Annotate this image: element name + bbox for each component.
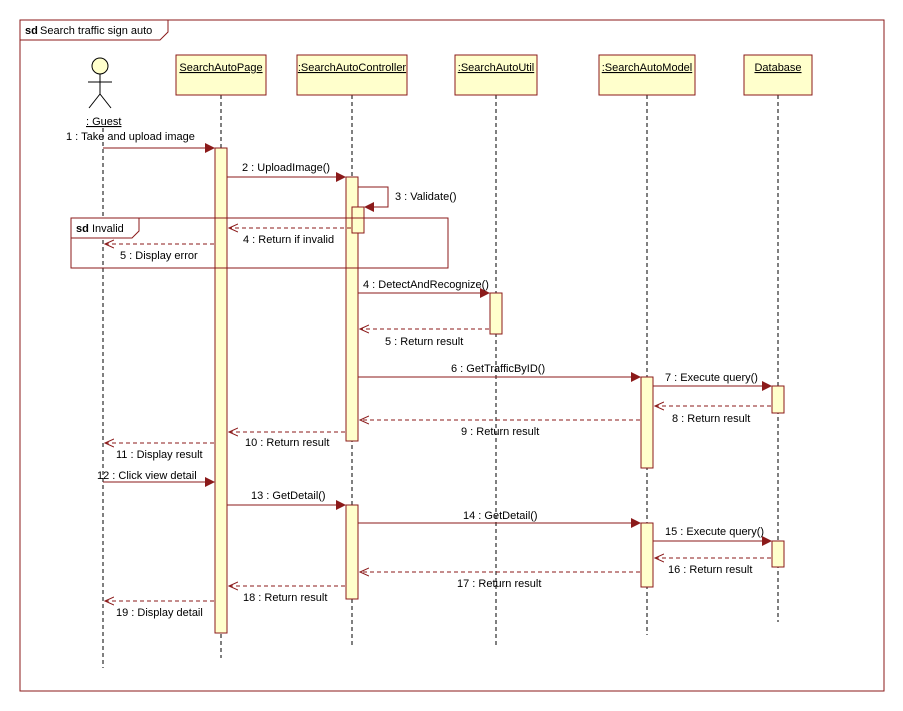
fragment-title: Invalid bbox=[92, 223, 124, 235]
message-9-label: 9 : Return result bbox=[461, 426, 539, 438]
message-8-label: 8 : Return result bbox=[672, 413, 750, 425]
message-3-label: 3 : Validate() bbox=[395, 191, 457, 203]
lifeline-head-page bbox=[175, 54, 267, 96]
message-4-label: 4 : Return if invalid bbox=[243, 234, 334, 246]
message-1-label: 1 : Take and upload image bbox=[66, 131, 195, 143]
activation-database-2 bbox=[771, 540, 785, 568]
lifeline-head-database bbox=[743, 54, 813, 96]
sd-frame-title: Search traffic sign auto bbox=[40, 25, 152, 37]
fragment-keyword: sd bbox=[76, 223, 89, 235]
message-detect-label: 4 : DetectAndRecognize() bbox=[363, 279, 489, 291]
actor-right-leg bbox=[99, 93, 112, 109]
message-util-return-label: 5 : Return result bbox=[385, 336, 463, 348]
lifeline-head-util bbox=[454, 54, 538, 96]
message-18-label: 18 : Return result bbox=[243, 592, 327, 604]
activation-model-2 bbox=[640, 522, 654, 588]
message-13-label: 13 : GetDetail() bbox=[251, 490, 326, 502]
activation-controller-1 bbox=[345, 176, 359, 442]
sd-frame-tab bbox=[19, 19, 169, 41]
sd-frame-keyword: sd bbox=[25, 25, 38, 37]
lifeline-label-controller: :SearchAutoController bbox=[298, 62, 407, 74]
activation-controller-2 bbox=[345, 504, 359, 600]
lifeline-label-util: :SearchAutoUtil bbox=[458, 62, 534, 74]
message-17-label: 17 : Return result bbox=[457, 578, 541, 590]
activation-util bbox=[489, 292, 503, 335]
message-16-label: 16 : Return result bbox=[668, 564, 752, 576]
lifeline-head-model bbox=[598, 54, 696, 96]
message-14-label: 14 : GetDetail() bbox=[463, 510, 538, 522]
message-6-label: 6 : GetTrafficByID() bbox=[451, 363, 545, 375]
lifeline-label-model: :SearchAutoModel bbox=[602, 62, 693, 74]
message-10-label: 10 : Return result bbox=[245, 437, 329, 449]
activation-page bbox=[214, 147, 228, 634]
lifeline-label-page: SearchAutoPage bbox=[179, 62, 262, 74]
message-11-label: 11 : Display result bbox=[116, 449, 203, 461]
message-12-label: 12 : Click view detail bbox=[97, 470, 197, 482]
fragment-invalid-tab bbox=[70, 217, 140, 239]
lifeline-head-controller bbox=[296, 54, 408, 96]
message-3-arrow bbox=[358, 186, 389, 212]
message-15-label: 15 : Execute query() bbox=[665, 526, 764, 538]
message-7-label: 7 : Execute query() bbox=[665, 372, 758, 384]
sd-frame bbox=[19, 19, 885, 692]
actor-head bbox=[91, 57, 109, 75]
actor-left-leg bbox=[88, 93, 101, 109]
message-2-label: 2 : UploadImage() bbox=[242, 162, 330, 174]
fragment-invalid bbox=[70, 217, 449, 269]
activation-controller-validate bbox=[351, 206, 365, 234]
message-19-label: 19 : Display detail bbox=[116, 607, 203, 619]
actor-label: : Guest bbox=[86, 116, 121, 128]
actor-guest: : Guest bbox=[86, 57, 121, 128]
lifeline-label-database: Database bbox=[754, 62, 801, 74]
activation-database-1 bbox=[771, 385, 785, 414]
message-5-label: 5 : Display error bbox=[120, 250, 198, 262]
activation-model-1 bbox=[640, 376, 654, 469]
